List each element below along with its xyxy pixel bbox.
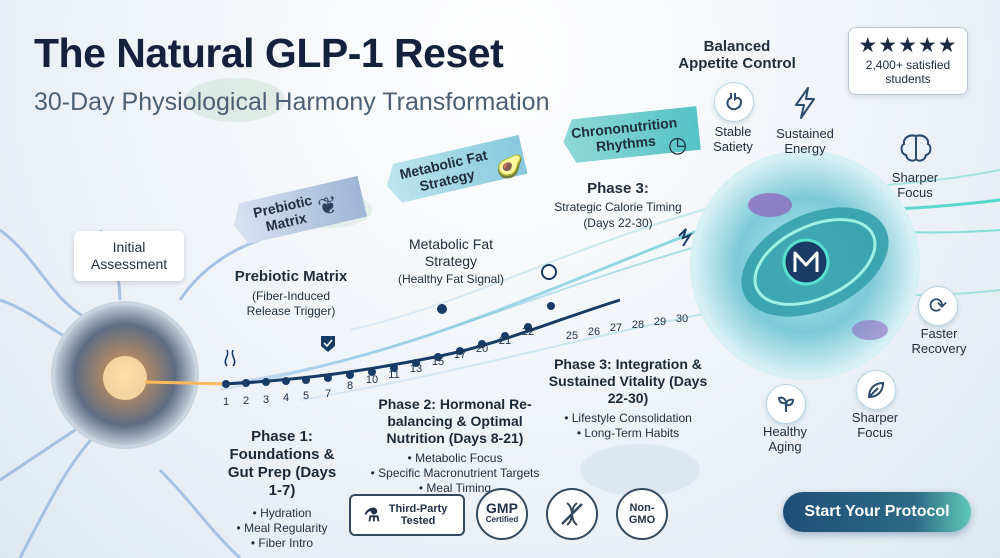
glow-line: [144, 380, 229, 386]
day-29: 29: [653, 316, 667, 328]
initial-assessment-text: Initial Assessment: [90, 239, 168, 272]
phase2-block: Phase 2: Hormonal Re-balancing & Optimal…: [360, 396, 550, 496]
badge-gmp-label: GMP: [486, 500, 518, 516]
neuron-left: [0, 228, 261, 558]
benefit-sharper-focus-top: Sharper Focus: [891, 170, 939, 200]
day-27: 27: [609, 322, 623, 334]
phase3-bullet: • Long-Term Habits: [576, 426, 680, 440]
no-gmo-dna-icon: [561, 502, 583, 526]
clock-icon: ◷: [668, 132, 688, 157]
bolt-marker-icon: [678, 228, 693, 247]
day-5: 5: [302, 390, 310, 402]
day-20: 20: [475, 343, 489, 355]
recovery-cycle-icon: ⟳: [918, 286, 958, 326]
phase1-title: Phase 1: Foundations & Gut Prep (Days 1-…: [227, 428, 337, 499]
initial-assessment-callout: Initial Assessment: [74, 231, 184, 281]
flask-icon: ⚗: [363, 505, 381, 525]
phase3-timing-title: Phase 3:: [587, 180, 649, 197]
phase3-title: Phase 3: Integration & Sustained Vitalit…: [548, 356, 708, 406]
logo-m: [782, 238, 830, 286]
day-7: 7: [324, 388, 332, 400]
phase3-timing-label: Phase 3: Strategic Calorie Timing (Days …: [548, 180, 688, 230]
day-15: 15: [431, 356, 445, 368]
badge-third-party: ⚗ Third-Party Tested: [349, 494, 465, 536]
phase3-bullet: • Lifestyle Consolidation: [564, 411, 692, 425]
phase3-block: Phase 3: Integration & Sustained Vitalit…: [548, 356, 708, 441]
phase2-bullet: • Specific Macronutrient Targets: [370, 466, 540, 480]
day-11: 11: [388, 369, 400, 381]
phase2-bullet: • Metabolic Focus: [407, 451, 503, 465]
bg-cell-1: [185, 78, 285, 122]
benefit-sharper-focus-bottom: Sharper Focus: [851, 410, 899, 440]
metabolic-label: Metabolic Fat Strategy (Healthy Fat Sign…: [396, 236, 506, 286]
prebiotic-label-title: Prebiotic Matrix: [234, 268, 348, 285]
phase3-timing-sub: Strategic Calorie Timing: [554, 200, 682, 214]
start-protocol-button[interactable]: Start Your Protocol: [783, 492, 971, 532]
dna-marker-icon: [224, 349, 236, 367]
phase1-block: Phase 1: Foundations & Gut Prep (Days 1-…: [212, 428, 352, 551]
benefit-faster-recovery: Faster Recovery: [911, 326, 967, 356]
brain-icon: [897, 132, 935, 166]
leaf-icon: [856, 370, 896, 410]
stomach-icon: [714, 82, 754, 122]
day-4: 4: [282, 392, 290, 404]
cycle-icon: [541, 264, 557, 280]
phase1-bullet: • Hydration: [252, 506, 312, 520]
page-subtitle: 30-Day Physiological Harmony Transformat…: [34, 88, 550, 116]
badge-non-gmo-label: Non-GMO: [628, 502, 656, 526]
day-30: 30: [675, 313, 689, 325]
phase2-bullet: • Meal Timing: [418, 481, 492, 495]
badge-non-gmo: Non-GMO: [616, 488, 668, 540]
rating-box: ★★★★★ 2,400+ satisfied students: [848, 27, 968, 95]
phase2-title: Phase 2: Hormonal Re-balancing & Optimal…: [378, 396, 532, 446]
badge-gmp: GMP Certified: [476, 488, 528, 540]
day-8: 8: [346, 380, 354, 392]
day-21: 21: [498, 335, 512, 347]
badge-no-dna: [546, 488, 598, 540]
metabolic-label-sub: (Healthy Fat Signal): [397, 272, 505, 286]
badge-gmp-sub: Certified: [485, 515, 519, 524]
day-25: 25: [565, 330, 579, 342]
day-3: 3: [262, 394, 270, 406]
leaf-marker-icon: [437, 304, 447, 314]
prebiotic-label: Prebiotic Matrix (Fiber-Induced Release …: [226, 268, 356, 319]
timeline-dots: [222, 302, 555, 388]
badge-third-party-label: Third-Party Tested: [388, 503, 448, 527]
day-22: 22: [521, 326, 535, 338]
benefit-healthy-aging: Healthy Aging: [762, 424, 808, 454]
day-1: 1: [222, 396, 230, 408]
day-2: 2: [242, 395, 250, 407]
phase1-bullet: • Meal Regularity: [236, 521, 328, 535]
benefit-balanced-appetite: Balanced Appetite Control: [678, 38, 796, 72]
metabolic-label-title: Metabolic Fat Strategy: [408, 236, 494, 269]
ribbon-chrono-label: Chrononutrition Rhythms: [570, 114, 679, 155]
avocado-icon: 🥑: [496, 154, 524, 179]
day-13: 13: [409, 363, 423, 375]
day-17: 17: [453, 349, 467, 361]
bg-cell-3: [580, 444, 700, 496]
phase3-timing-days: (Days 22-30): [583, 216, 653, 230]
rating-text: 2,400+ satisfied students: [865, 58, 951, 86]
benefit-sustained-energy: Sustained Energy: [776, 126, 834, 156]
energy-bolt-icon: [790, 86, 820, 120]
star-rating-icon: ★★★★★: [858, 34, 958, 57]
phase1-bullet: • Fiber Intro: [250, 536, 314, 550]
page-title: The Natural GLP-1 Reset: [34, 30, 504, 76]
day-26: 26: [587, 326, 601, 338]
prebiotic-label-sub: (Fiber-Induced Release Trigger): [246, 289, 336, 318]
day-10: 10: [365, 374, 379, 386]
benefit-stable-satiety: Stable Satiety: [713, 124, 753, 154]
cell-nucleus: [103, 356, 147, 400]
day-28: 28: [631, 319, 645, 331]
sprout-icon: [766, 384, 806, 424]
